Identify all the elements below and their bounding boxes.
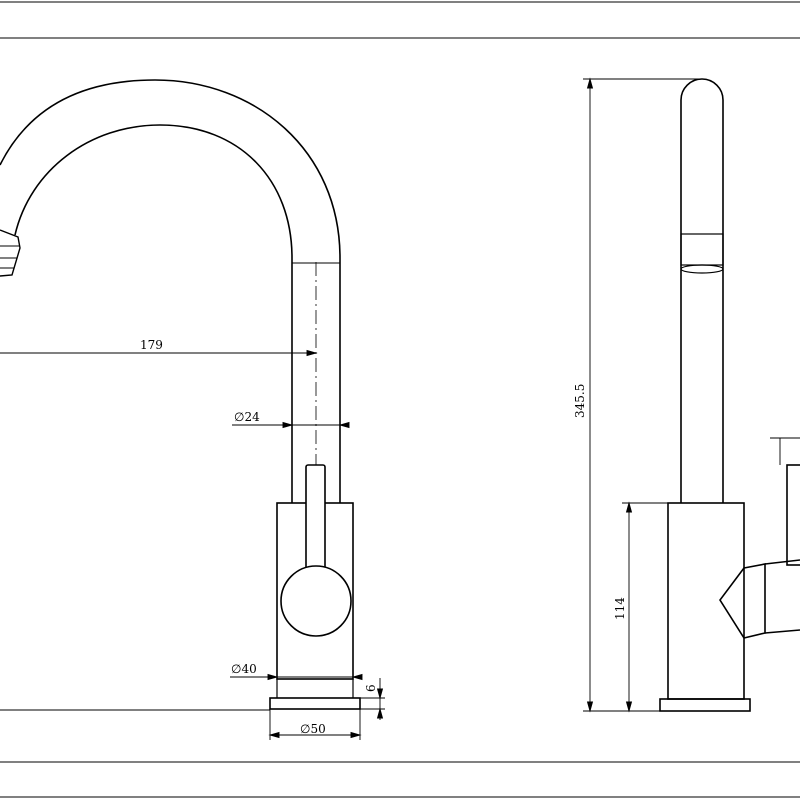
side-faucet-body [667, 502, 745, 700]
side-spout-outlet [680, 264, 724, 274]
side-spout-pipe [680, 78, 724, 503]
side-base-plate [659, 698, 751, 712]
dim-reach-label: 179 [140, 338, 163, 352]
side-spout-collar [680, 233, 724, 266]
dim-body-diameter-label: ∅40 [231, 662, 257, 676]
spout-inner-curve [14, 124, 293, 259]
side-view-dimensions [583, 77, 800, 713]
dim-base-diameter-label: ∅50 [300, 722, 326, 736]
dim-total-height-label: 345.5 [573, 384, 587, 418]
side-view-labels: 345.5 114 [573, 384, 627, 620]
front-view [0, 79, 361, 711]
spout-nozzle [0, 229, 21, 277]
side-lever-handle [786, 464, 800, 566]
handle-knob [280, 565, 352, 637]
spout-outer-curve [0, 79, 341, 259]
base-plate [269, 697, 361, 710]
dim-spout-diameter-label: ∅24 [234, 410, 260, 424]
dim-body-height-label: 114 [613, 597, 627, 620]
dim-base-height-label: 6 [364, 684, 378, 692]
front-view-labels: 179 ∅24 ∅40 6 ∅50 [140, 338, 378, 736]
side-view [659, 78, 800, 712]
side-lever-housing [719, 563, 766, 639]
front-view-dimensions [0, 349, 385, 740]
lever-handle [305, 464, 326, 576]
